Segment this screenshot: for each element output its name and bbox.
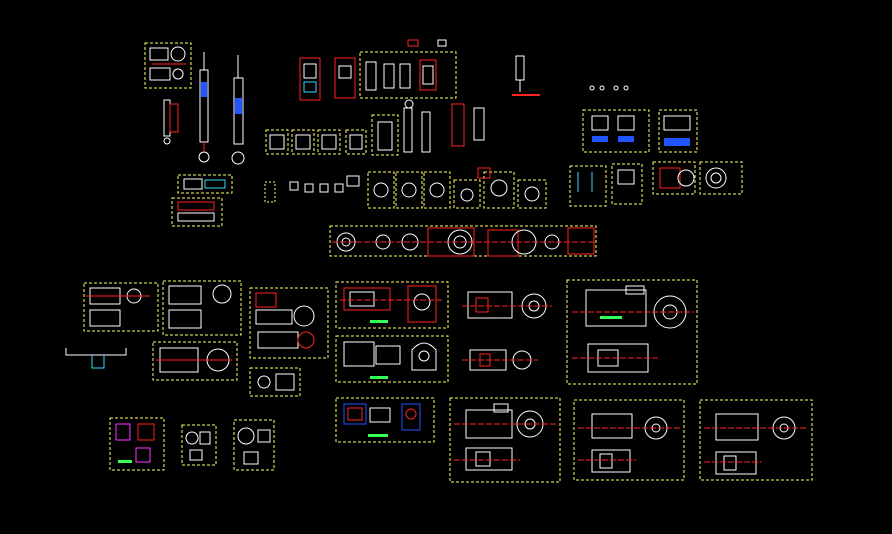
gear-motor-frame-1 <box>335 281 449 329</box>
motor-frame-2 <box>162 280 242 336</box>
small-parts-row <box>264 175 360 203</box>
small-flange-frame-1 <box>181 424 217 466</box>
small-cylinder-left <box>163 99 179 145</box>
valve-group-a <box>299 57 356 101</box>
gear-motor-frame-2 <box>335 335 449 383</box>
magenta-valve-frame <box>109 417 165 471</box>
motor-side-views <box>462 291 552 371</box>
hydraulic-cylinder-2 <box>231 55 245 165</box>
motor-frame-bottom-2 <box>573 399 685 481</box>
coupling-frame <box>329 225 597 257</box>
red-label-small <box>407 39 447 47</box>
arrow-fittings-frame <box>569 163 643 207</box>
valve-row-cylinders <box>403 99 485 153</box>
valve-group-frame <box>359 51 457 99</box>
pump-motor-assembly <box>249 287 329 397</box>
motor-frame-bottom-1 <box>449 397 561 483</box>
bearing-frames-row <box>367 167 547 209</box>
hydraulic-cylinder-1 <box>198 52 210 163</box>
shaft-assembly-frame <box>171 174 233 227</box>
large-motor-frame <box>566 279 698 385</box>
valve-row-frames <box>265 114 399 156</box>
blue-block-frame-b <box>658 109 698 153</box>
channel-profile-left <box>65 348 127 369</box>
small-flange-frame-2 <box>233 419 275 471</box>
pump-block-frame <box>144 42 192 89</box>
motor-frame-bottom-3 <box>699 399 813 481</box>
small-fittings-top-right <box>589 85 629 91</box>
motor-frame-3 <box>152 341 238 381</box>
flange-frames-right <box>652 161 743 195</box>
small-gear-motor-frame <box>335 397 435 443</box>
blue-block-frame-a <box>582 109 650 153</box>
single-cylinder-right <box>512 55 540 96</box>
motor-frame-1 <box>83 282 159 332</box>
